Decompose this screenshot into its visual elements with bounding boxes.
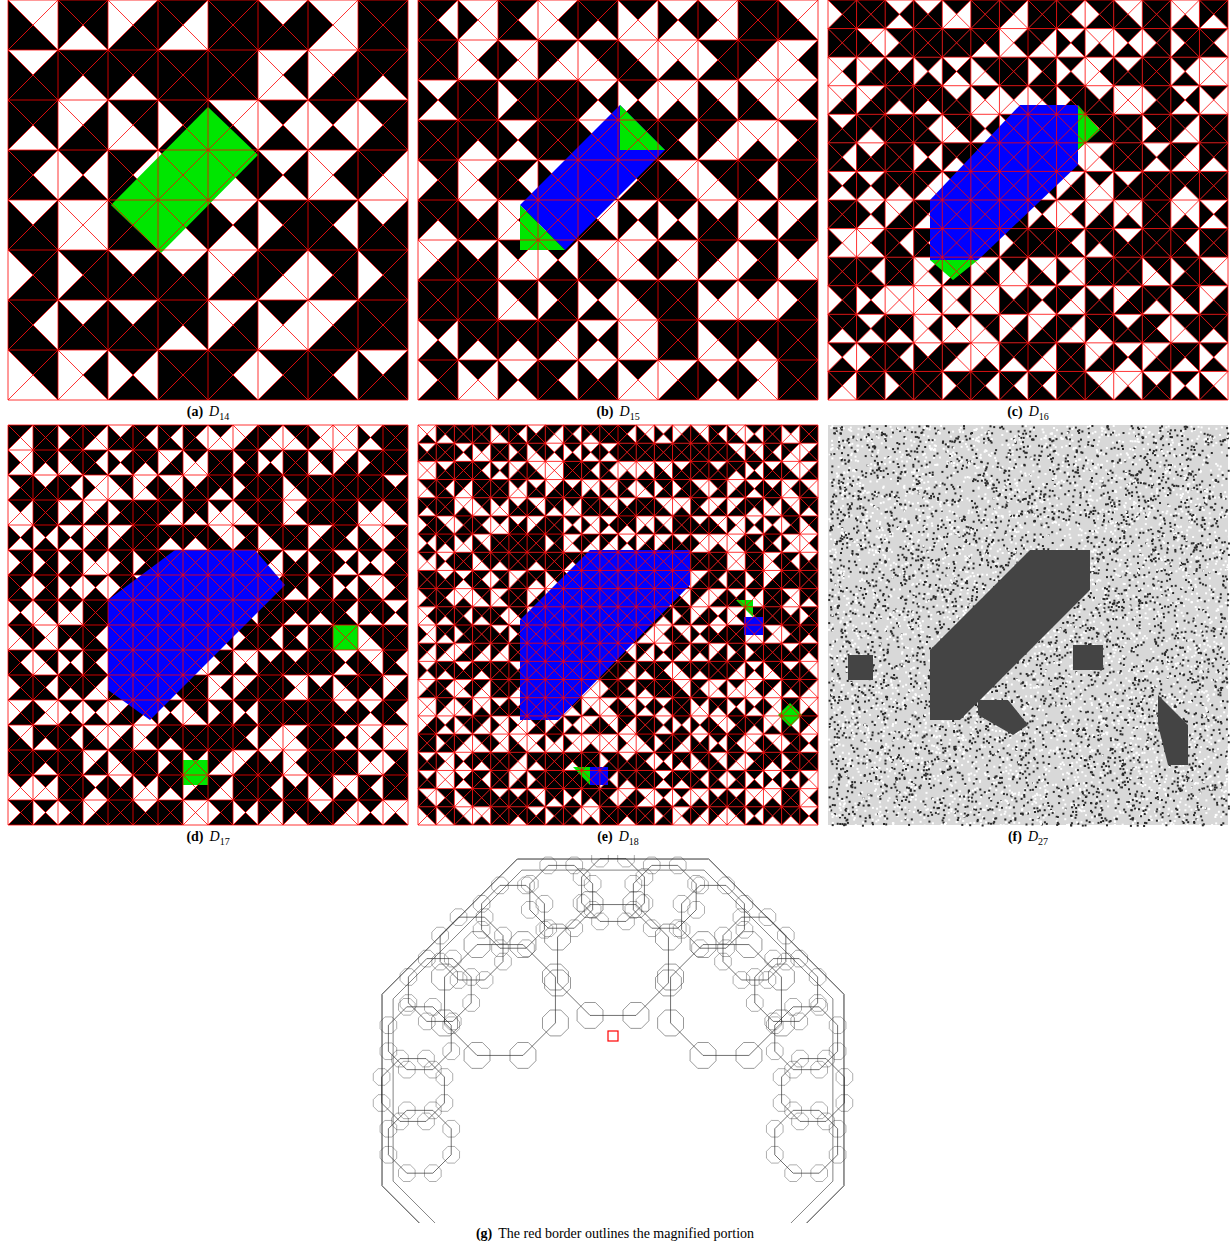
tiling-panel [8, 0, 408, 400]
tiling-panel [828, 0, 1228, 400]
tiling-panel [8, 425, 408, 825]
grid-lines [828, 0, 1228, 400]
grid-lines [8, 0, 408, 400]
grid-lines [418, 0, 818, 400]
tiling-panel [418, 0, 818, 400]
